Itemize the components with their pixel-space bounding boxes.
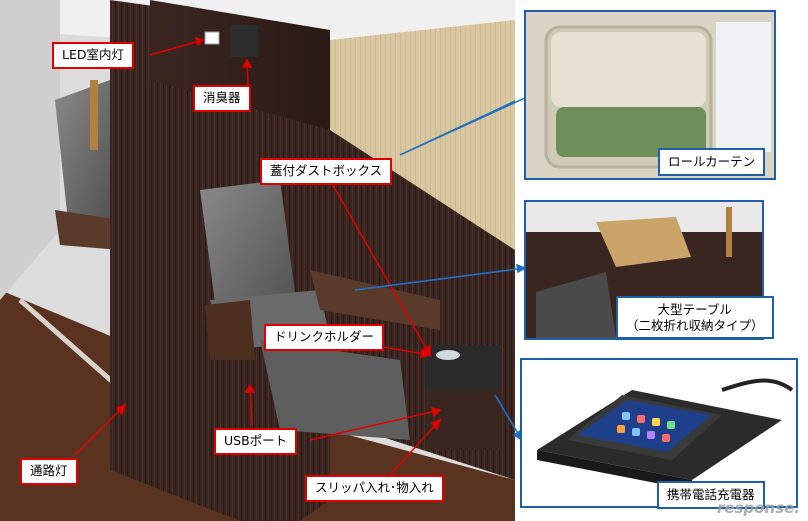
drink-holder-label: ドリンクホルダー	[264, 324, 385, 351]
large-table-label: 大型テーブル （二枚折れ収納タイプ）	[616, 296, 774, 340]
cabin-illustration	[0, 0, 515, 521]
aisle-light-label: 通路灯	[20, 458, 78, 485]
large-table-label-line2: （二枚折れ収納タイプ）	[626, 317, 764, 333]
slipper-storage-label: スリッパ入れ･物入れ	[305, 475, 444, 502]
deodorizer-label: 消臭器	[193, 85, 251, 112]
roll-curtain-label: ロールカーテン	[658, 148, 766, 176]
phone-charger-label: 携帯電話充電器	[657, 481, 765, 509]
response-watermark: response.	[716, 499, 800, 517]
cabin-render	[0, 0, 515, 521]
large-table-label-line1: 大型テーブル	[657, 302, 732, 317]
led-light-label: LED室内灯	[52, 42, 134, 69]
usb-port-label: USBポート	[214, 428, 298, 455]
dust-box-label: 蓋付ダストボックス	[260, 158, 393, 185]
